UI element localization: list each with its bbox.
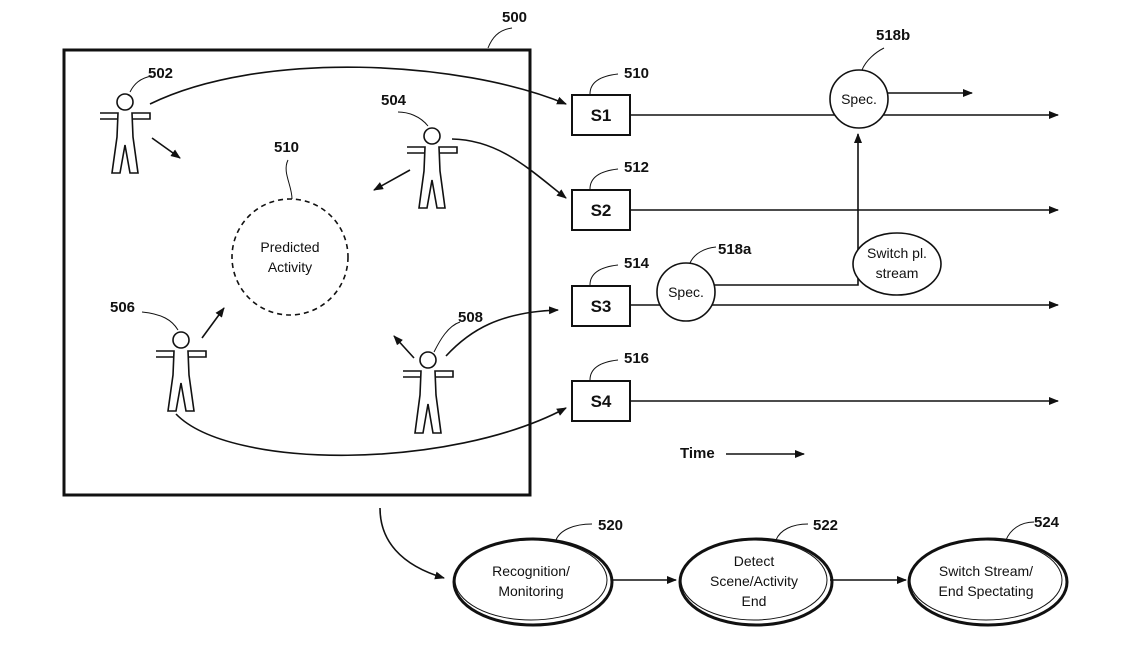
flow-520-line2: Monitoring xyxy=(498,583,563,599)
ref-predicted: 510 xyxy=(274,139,299,156)
leader-s3 xyxy=(589,264,619,286)
flow-node-520: Recognition/ Monitoring xyxy=(452,537,614,627)
ref-502: 502 xyxy=(148,65,173,82)
curve-504-to-s2 xyxy=(451,138,567,199)
ref-520: 520 xyxy=(598,517,623,534)
ref-504: 504 xyxy=(381,92,407,109)
predicted-line1: Predicted xyxy=(260,239,319,255)
ref-524: 524 xyxy=(1034,514,1060,531)
leader-504 xyxy=(397,111,429,127)
spec-node-518a: Spec. xyxy=(656,262,716,322)
leader-predicted xyxy=(285,159,293,200)
spec-node-518b: Spec. xyxy=(829,69,889,129)
curve-506-to-s4 xyxy=(175,407,567,457)
ref-s4: 516 xyxy=(624,350,649,367)
flow-524-line1: Switch Stream/ xyxy=(939,563,1033,579)
direction-arrow-504 xyxy=(373,169,411,191)
direction-arrow-508 xyxy=(393,335,415,359)
leader-518b xyxy=(861,47,885,71)
leader-518a xyxy=(689,246,717,264)
switch-stream-node: Switch pl. stream xyxy=(852,232,942,296)
direction-arrow-506 xyxy=(201,307,225,339)
flow-522-line2: Scene/Activity xyxy=(710,573,798,589)
person-504 xyxy=(407,127,458,209)
leader-506 xyxy=(141,311,179,331)
flow-node-524: Switch Stream/ End Spectating xyxy=(907,537,1069,627)
leader-s2 xyxy=(589,168,619,190)
curve-502-to-s1 xyxy=(149,66,567,105)
ref-s3: 514 xyxy=(624,255,650,272)
predicted-line2: Activity xyxy=(268,259,312,275)
flow-entry-arrow xyxy=(379,507,445,580)
flow-522-line3: End xyxy=(742,593,767,609)
leader-520 xyxy=(555,523,593,541)
ref-506: 506 xyxy=(110,299,135,316)
flow-522-line1: Detect xyxy=(734,553,775,569)
stream-s1: S1 xyxy=(571,94,631,136)
stream-s2: S2 xyxy=(571,189,631,231)
spec-518a-label: Spec. xyxy=(668,284,704,300)
leader-s1 xyxy=(589,73,619,95)
stream-s4-label: S4 xyxy=(591,392,612,411)
frame-ref: 500 xyxy=(502,9,527,26)
ref-518a: 518a xyxy=(718,241,752,258)
leader-524 xyxy=(1005,521,1035,541)
curve-508-to-s3 xyxy=(445,306,559,357)
stream-s2-label: S2 xyxy=(591,201,612,220)
direction-arrow-502 xyxy=(151,137,181,159)
scene-frame xyxy=(62,48,532,497)
flow-node-522: Detect Scene/Activity End xyxy=(678,537,834,627)
spec-518b-label: Spec. xyxy=(841,91,877,107)
flow-524-line2: End Spectating xyxy=(939,583,1034,599)
ref-518b: 518b xyxy=(876,27,910,44)
ref-s2: 512 xyxy=(624,159,649,176)
stream-s3: S3 xyxy=(571,285,631,327)
person-502 xyxy=(100,93,151,174)
stream-s3-label: S3 xyxy=(591,297,612,316)
flow-520-line1: Recognition/ xyxy=(492,563,570,579)
switch-path-arrow xyxy=(714,133,862,286)
ref-522: 522 xyxy=(813,517,838,534)
switch-line1: Switch pl. xyxy=(867,245,927,261)
switch-line2: stream xyxy=(876,265,919,281)
frame-leader xyxy=(487,27,513,49)
person-506 xyxy=(156,331,207,412)
stream-s4: S4 xyxy=(571,380,631,422)
leader-s4 xyxy=(589,359,619,381)
person-508 xyxy=(403,351,454,434)
predicted-activity-circle xyxy=(231,198,349,316)
ref-508: 508 xyxy=(458,309,483,326)
leader-508 xyxy=(433,321,461,353)
stream-s1-label: S1 xyxy=(591,106,612,125)
ref-s1: 510 xyxy=(624,65,649,82)
time-label: Time xyxy=(680,445,715,462)
leader-502 xyxy=(129,75,153,93)
leader-522 xyxy=(775,523,809,541)
